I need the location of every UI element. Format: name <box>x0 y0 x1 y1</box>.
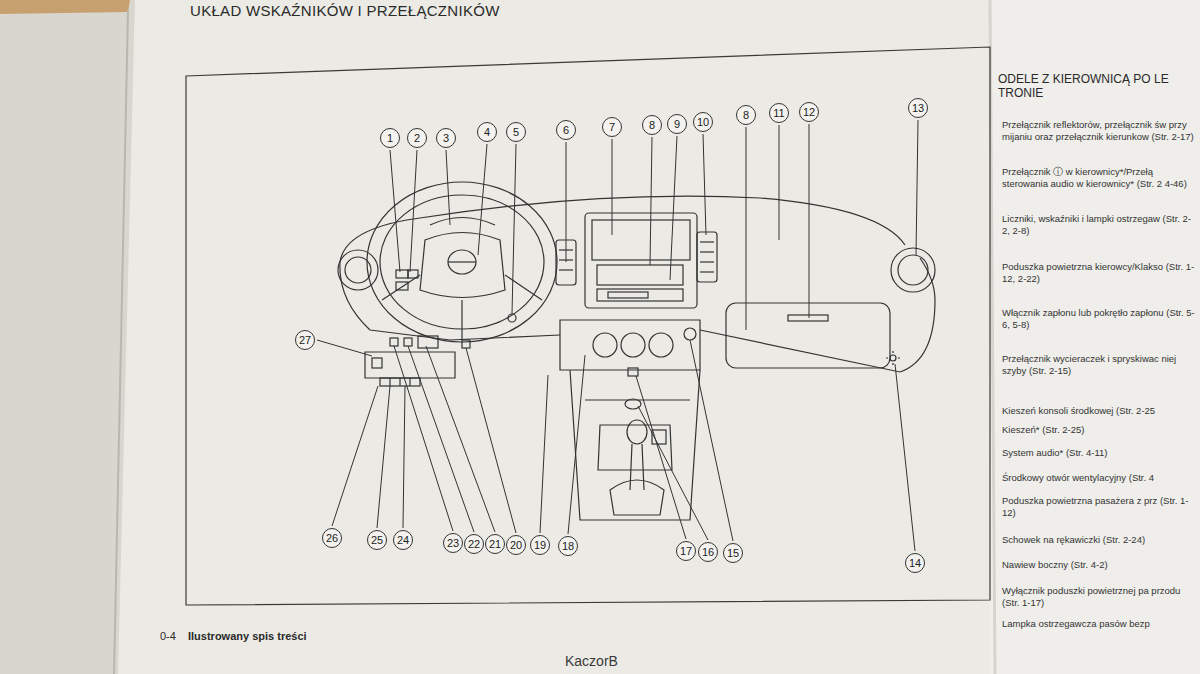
callout-number: 18 <box>558 536 578 556</box>
diagram-frame <box>186 47 990 605</box>
callout-number: 8 <box>642 115 662 135</box>
callout-number: 9 <box>667 114 687 134</box>
callout-number: 14 <box>905 553 925 573</box>
callout-number: 20 <box>506 535 526 555</box>
list-item: Przełącznik reflektorów, przełącznik św … <box>1002 119 1196 143</box>
list-item: Kieszeń* (Str. 2-25) <box>1002 424 1196 436</box>
section-heading: ODELE Z KIEROWNICĄ PO LE TRONIE <box>998 72 1196 100</box>
callout-number: 19 <box>530 535 550 555</box>
callout-number: 15 <box>723 543 743 563</box>
page-title: UKŁAD WSKAŹNIKÓW I PRZEŁĄCZNIKÓW <box>190 2 500 19</box>
callout-number: 7 <box>602 117 622 137</box>
callout-number: 16 <box>698 542 718 562</box>
callout-number: 17 <box>676 541 696 561</box>
callout-number: 11 <box>769 103 789 123</box>
page-fold <box>990 0 995 674</box>
list-item: Lampka ostrzegawcza pasów bezp <box>1002 618 1196 630</box>
callout-number: 8 <box>736 105 756 125</box>
list-item: Nawiew boczny (Str. 4-2) <box>1002 559 1196 571</box>
list-item: Schowek na rękawiczki (Str. 2-24) <box>1002 534 1196 546</box>
callout-number: 23 <box>443 533 463 553</box>
callout-number: 4 <box>477 122 497 142</box>
watermark: KaczorB <box>565 653 618 669</box>
callout-number: 26 <box>322 528 342 548</box>
callout-number: 10 <box>693 112 713 132</box>
callout-number: 22 <box>464 534 484 554</box>
footer-text: Ilustrowany spis treści <box>188 630 307 642</box>
callout-number: 12 <box>799 102 819 122</box>
list-item: Włącznik zapłonu lub pokrętło zapłonu (S… <box>1002 307 1196 331</box>
callout-number: 13 <box>908 98 928 118</box>
callout-number: 1 <box>380 128 400 148</box>
callout-number: 2 <box>407 128 427 148</box>
callout-number: 25 <box>367 530 387 550</box>
callout-number: 24 <box>393 530 413 550</box>
list-item: Wyłącznik poduszki powietrznej pa przodu… <box>1002 585 1196 609</box>
list-item: Środkowy otwór wentylacyjny (Str. 4 <box>1002 472 1196 484</box>
list-item: Poduszka powietrzna kierowcy/Klakso (Str… <box>1002 261 1196 285</box>
callout-number: 6 <box>556 120 576 140</box>
table-corner <box>0 0 130 14</box>
list-item: Przełącznik ⓘ w kierownicy*/Przełą stero… <box>1002 166 1196 190</box>
callout-number: 27 <box>295 330 315 350</box>
list-item: Kieszeń konsoli środkowej (Str. 2-25 <box>1002 405 1196 417</box>
list-item: Liczniki, wskaźniki i lampki ostrzegaw (… <box>1002 213 1196 237</box>
list-item: System audio* (Str. 4-11) <box>1002 447 1196 459</box>
list-item: Przełącznik wycieraczek i spryskiwac nie… <box>1002 353 1196 377</box>
page-number: 0-4 <box>160 630 176 642</box>
left-page <box>0 0 135 674</box>
right-page <box>990 0 1200 674</box>
list-item: Poduszka powietrzna pasażera z prz (Str.… <box>1002 495 1196 519</box>
page-edge <box>114 10 128 674</box>
callout-number: 5 <box>506 122 526 142</box>
callout-number: 21 <box>485 534 505 554</box>
callout-number: 3 <box>436 128 456 148</box>
leader-lines <box>317 120 918 551</box>
